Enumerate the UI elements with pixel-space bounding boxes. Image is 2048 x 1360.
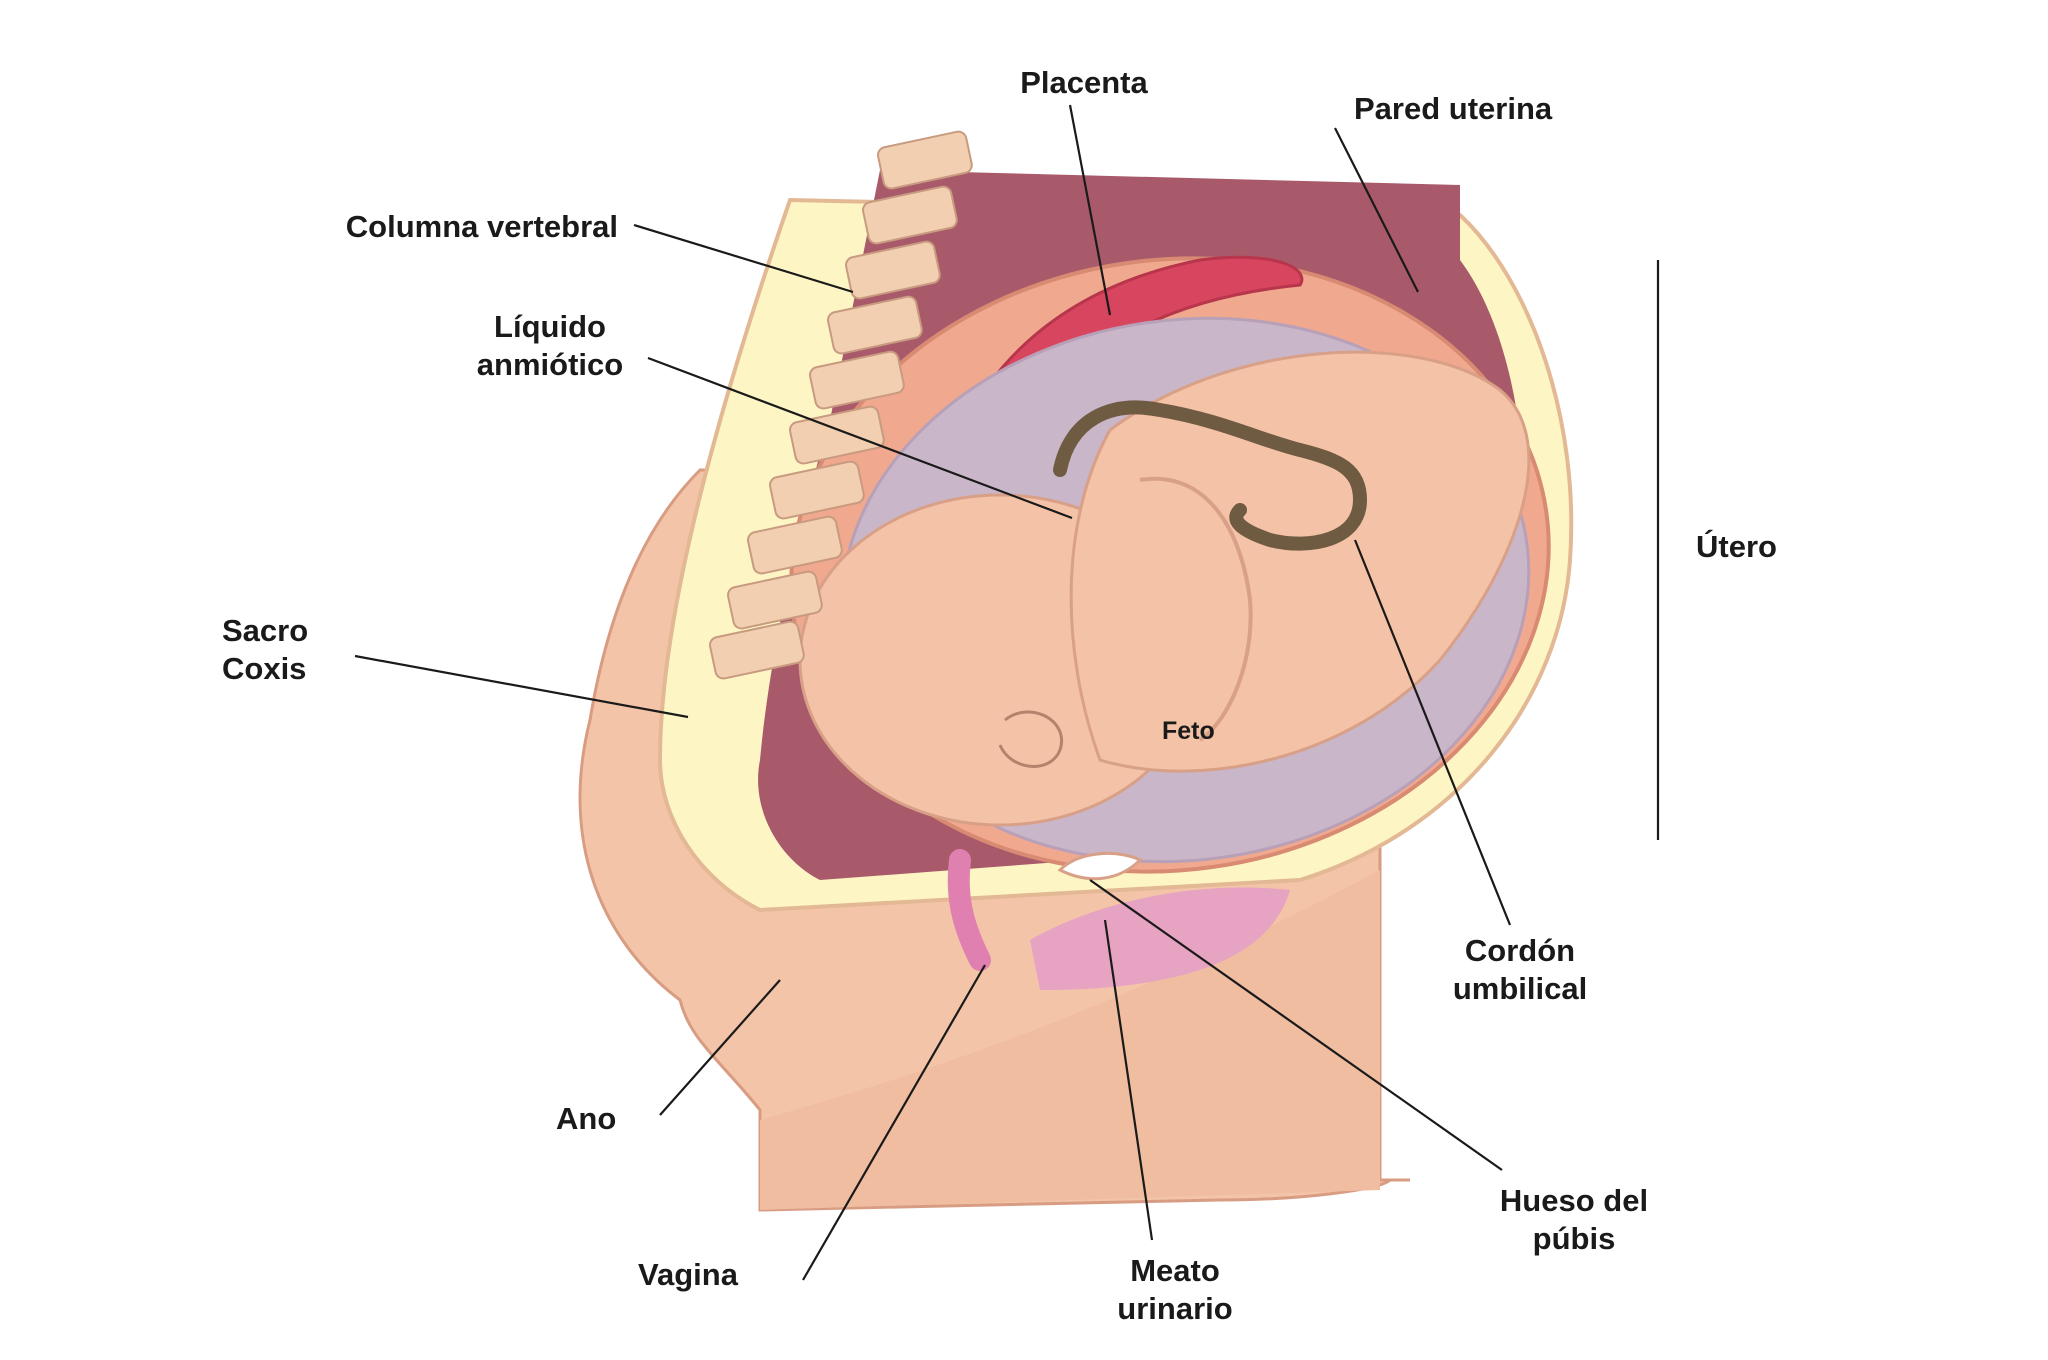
label-placenta: Placenta — [1020, 65, 1148, 100]
vaginal-canal — [947, 849, 991, 971]
label-sacro: Sacro — [222, 613, 309, 648]
label-cordon-line1: Cordón — [1464, 933, 1576, 968]
label-cordon-umbilical: Cordón umbilical — [1420, 932, 1620, 1008]
leader-sacro — [354, 654, 689, 719]
vertebra-8 — [747, 515, 843, 575]
leader-pared-uterina — [1334, 127, 1419, 293]
label-coxis: Coxis — [222, 651, 307, 686]
label-meato-line1: Meato — [1130, 1253, 1220, 1288]
label-cordon-line2: umbilical — [1452, 971, 1588, 1006]
leader-cordon — [1353, 539, 1512, 926]
label-columna-vertebral: Columna vertebral — [345, 209, 618, 244]
label-hueso-line2: púbis — [1532, 1221, 1616, 1256]
label-feto: Feto — [1162, 717, 1215, 745]
label-pared-uterina: Pared uterina — [1354, 91, 1553, 126]
label-utero: Útero — [1696, 529, 1777, 564]
vertebra-2 — [862, 185, 958, 245]
vertebra-9 — [727, 570, 823, 630]
label-sacro-coxis: Sacro Coxis — [222, 612, 308, 688]
label-hueso-line1: Hueso del — [1499, 1183, 1649, 1218]
label-hueso-pubis: Hueso del púbis — [1464, 1182, 1684, 1258]
leader-placenta — [1068, 104, 1112, 316]
vertebra-4 — [827, 295, 923, 355]
label-liquido-line2: anmiótico — [476, 347, 624, 382]
vertebra-3 — [845, 240, 941, 300]
leader-meato — [1103, 919, 1154, 1241]
vertebra-5 — [809, 350, 905, 410]
vertebra-7 — [769, 460, 865, 520]
label-meato-line2: urinario — [1117, 1291, 1233, 1326]
fetus-ear — [998, 710, 1064, 768]
label-meato-urinario: Meato urinario — [1075, 1252, 1275, 1328]
bladder — [1030, 887, 1290, 990]
label-liquido-line1: Líquido — [494, 309, 606, 344]
leader-hueso — [1089, 879, 1503, 1171]
vertebra-10 — [709, 620, 805, 680]
leader-columna — [633, 223, 854, 294]
leader-ano — [659, 979, 781, 1116]
leader-liquido — [647, 356, 1073, 520]
fetus-arm — [1139, 476, 1253, 742]
umbilical-cord — [1053, 400, 1368, 551]
label-liquido-amniotico: Líquido anmiótico — [440, 308, 660, 384]
fetus-body — [1069, 350, 1531, 773]
label-vagina: Vagina — [638, 1257, 738, 1292]
vertebra-1 — [877, 130, 973, 190]
label-ano: Ano — [556, 1101, 617, 1136]
pubic-bone — [1057, 851, 1143, 881]
leader-vagina — [802, 964, 986, 1281]
